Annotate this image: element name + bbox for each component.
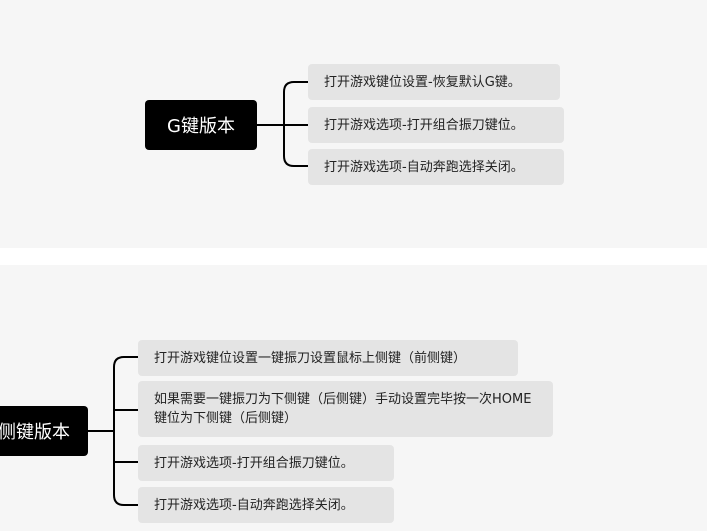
branch-node-enable-combo-parry[interactable]: 打开游戏选项-打开组合振刀键位。: [308, 107, 564, 143]
branch-node-disable-auto-run[interactable]: 打开游戏选项-自动奔跑选择关闭。: [308, 149, 564, 185]
connector-branch-3: [283, 125, 308, 167]
branch-node-set-upper-side-key[interactable]: 打开游戏键位设置一键振刀设置鼠标上侧键（前侧键）: [138, 340, 518, 376]
branch-node-disable-auto-run[interactable]: 打开游戏选项-自动奔跑选择关闭。: [138, 487, 394, 523]
root-node-side-key-version[interactable]: 侧键版本: [0, 406, 88, 456]
branch-node-enable-combo-parry[interactable]: 打开游戏选项-打开组合振刀键位。: [138, 445, 394, 481]
mindmap-panel-side-key: 侧键版本 打开游戏键位设置一键振刀设置鼠标上侧键（前侧键） 如果需要一键振刀为下…: [0, 265, 707, 531]
connector-branch-1: [283, 81, 308, 125]
connector-lines-side-key: [88, 356, 138, 506]
connector-lines-g-key: [257, 81, 308, 167]
mindmap-panel-g-key: G键版本 打开游戏键位设置-恢复默认G键。 打开游戏选项-打开组合振刀键位。 打…: [0, 0, 707, 248]
branch-node-restore-g-key[interactable]: 打开游戏键位设置-恢复默认G键。: [308, 64, 560, 100]
branch-node-set-lower-side-key[interactable]: 如果需要一键振刀为下侧键（后侧键）手动设置完毕按一次HOME键位为下侧键（后侧键…: [138, 381, 553, 437]
root-node-g-key-version[interactable]: G键版本: [145, 100, 257, 150]
connector-branch-1: [113, 356, 138, 506]
